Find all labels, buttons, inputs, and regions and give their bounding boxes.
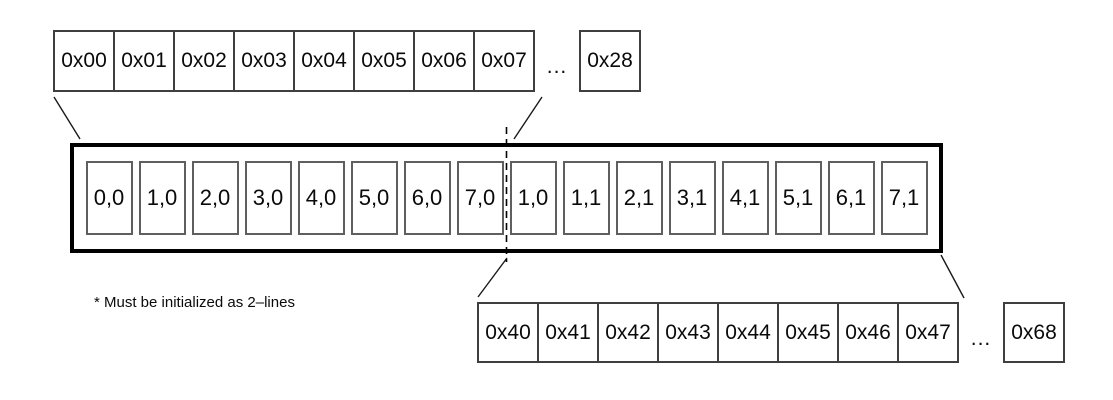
- ddram-cell-line1: 2,0: [191, 161, 239, 235]
- ddram-cell-line1: 1,0: [138, 161, 186, 235]
- ddram-cell-line2: 5,1: [774, 161, 822, 235]
- top-address-end-cell: 0x28: [579, 30, 641, 92]
- ddram-cell-line1: 6,0: [403, 161, 451, 235]
- ddram-cell-line1: 5,0: [350, 161, 398, 235]
- bottom-address-cell: 0x40: [477, 302, 539, 363]
- top-row-ellipsis: ...: [546, 55, 568, 78]
- ddram-cell-line2: 3,1: [668, 161, 716, 235]
- ddram-box: 0,0 1,0 2,0 3,0 4,0 5,0 6,0 7,0 1,0 1,1 …: [70, 143, 943, 253]
- top-address-cell: 0x05: [353, 30, 415, 92]
- footnote: * Must be initialized as 2–lines: [94, 294, 295, 311]
- ddram-cell-line2: 1,0: [509, 161, 557, 235]
- ddram-cell-line1: 4,0: [297, 161, 345, 235]
- bottom-address-cell: 0x46: [837, 302, 899, 363]
- bottom-row-ellipsis: ...: [970, 326, 992, 350]
- top-address-cell: 0x04: [293, 30, 355, 92]
- connector-line-top-right: [513, 96, 543, 140]
- connector-line-bottom-right: [940, 254, 965, 299]
- ddram-cell-line1: 0,0: [85, 161, 133, 235]
- top-address-cell: 0x02: [173, 30, 235, 92]
- bottom-address-cell: 0x44: [717, 302, 779, 363]
- bottom-address-cell: 0x45: [777, 302, 839, 363]
- top-address-cell: 0x00: [53, 30, 115, 92]
- bottom-address-cell: 0x47: [897, 302, 959, 363]
- bottom-address-cell: 0x41: [537, 302, 599, 363]
- bottom-address-row: 0x40 0x41 0x42 0x43 0x44 0x45 0x46 0x47 …: [477, 302, 1065, 363]
- top-address-row: 0x00 0x01 0x02 0x03 0x04 0x05 0x06 0x07 …: [53, 30, 641, 92]
- connector-line-top-left: [53, 96, 81, 140]
- top-address-cell: 0x07: [473, 30, 535, 92]
- ddram-cell-line2: 6,1: [827, 161, 875, 235]
- connector-line-bottom-left: [477, 257, 508, 298]
- top-address-cell: 0x03: [233, 30, 295, 92]
- bottom-address-cell: 0x43: [657, 302, 719, 363]
- bottom-address-end-cell: 0x68: [1003, 302, 1065, 363]
- ddram-cell-line2: 7,1: [880, 161, 928, 235]
- ddram-cell-line1: 3,0: [244, 161, 292, 235]
- ddram-cell-line2: 1,1: [562, 161, 610, 235]
- top-address-cell: 0x01: [113, 30, 175, 92]
- ddram-cell-line1: 7,0: [456, 161, 504, 235]
- ddram-cell-line2: 4,1: [721, 161, 769, 235]
- ddram-cell-line2: 2,1: [615, 161, 663, 235]
- bottom-address-cell: 0x42: [597, 302, 659, 363]
- top-address-cell: 0x06: [413, 30, 475, 92]
